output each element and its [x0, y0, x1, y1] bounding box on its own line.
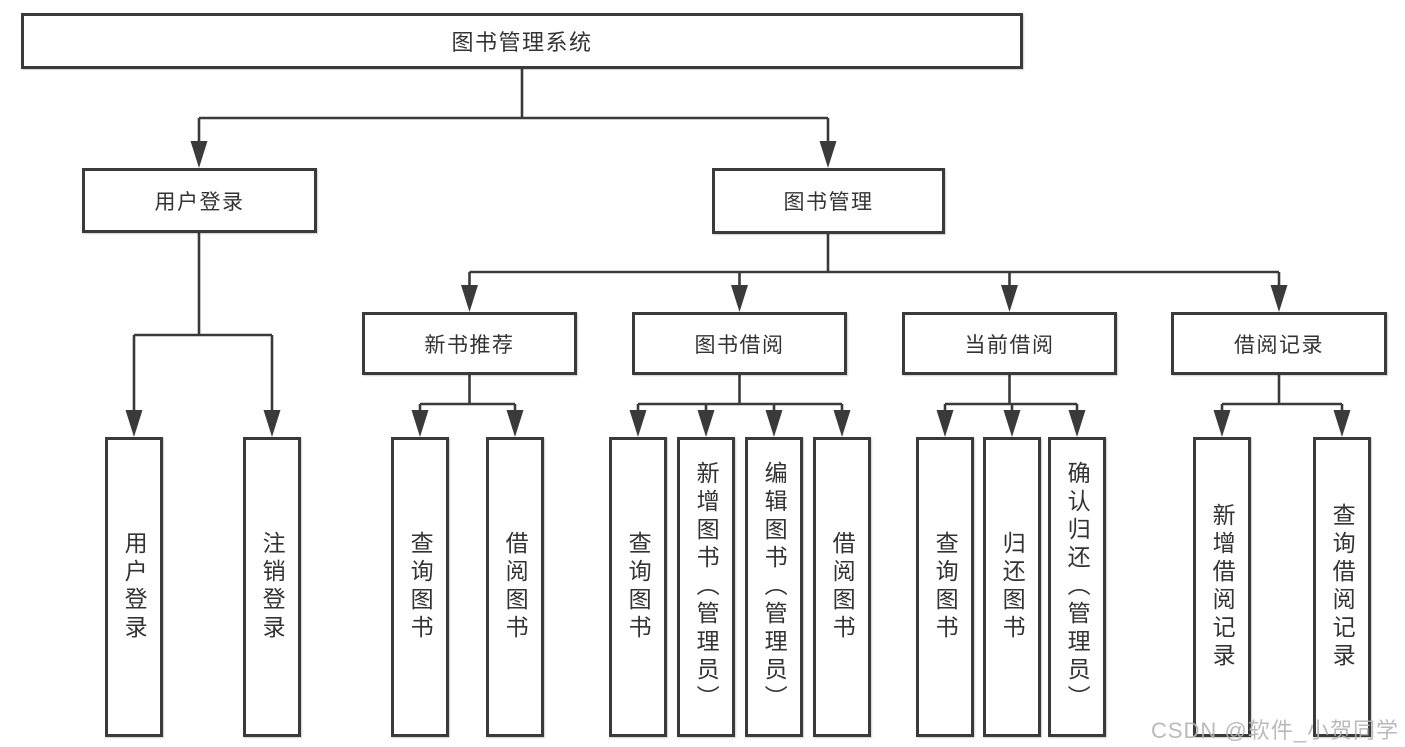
node-book-management: 图书管理 [712, 168, 945, 234]
node-user-login: 用户登录 [82, 168, 317, 233]
leaf-confirm-return-admin-label: 确认归还（管理员） [1064, 461, 1091, 713]
leaf-borrow-query-book-label: 查询图书 [625, 531, 652, 643]
node-root-library-system: 图书管理系统 [21, 13, 1023, 69]
connector-arrowheads [125, 141, 1351, 437]
node-book-management-label: 图书管理 [783, 191, 874, 214]
leaf-logout: 注销登录 [243, 437, 301, 737]
leaf-edit-book-admin-label: 编辑图书（管理员） [761, 461, 788, 713]
leaf-newbook-borrow-book-label: 借阅图书 [502, 531, 529, 643]
node-current-borrow: 当前借阅 [902, 312, 1117, 375]
node-book-borrow: 图书借阅 [632, 312, 847, 375]
leaf-return-book: 归还图书 [983, 437, 1041, 737]
leaf-newbook-borrow-book: 借阅图书 [486, 437, 544, 737]
leaf-newbook-query-book-label: 查询图书 [407, 531, 434, 643]
leaf-current-query-book: 查询图书 [916, 437, 974, 737]
node-book-borrow-label: 图书借阅 [694, 333, 785, 357]
node-borrow-record-label: 借阅记录 [1234, 333, 1324, 357]
leaf-add-book-admin-label: 新增图书（管理员） [693, 461, 720, 713]
leaf-edit-book-admin: 编辑图书（管理员） [745, 437, 803, 737]
leaf-logout-label: 注销登录 [259, 531, 286, 643]
leaf-return-book-label: 归还图书 [999, 531, 1026, 643]
leaf-borrow-borrow-book-label: 借阅图书 [829, 531, 856, 643]
node-borrow-record: 借阅记录 [1171, 312, 1387, 375]
leaf-query-borrow-record-label: 查询借阅记录 [1329, 503, 1356, 671]
leaf-confirm-return-admin: 确认归还（管理员） [1048, 437, 1106, 737]
leaf-borrow-query-book: 查询图书 [609, 437, 667, 737]
leaf-query-borrow-record: 查询借阅记录 [1313, 437, 1371, 737]
leaf-add-borrow-record: 新增借阅记录 [1193, 437, 1251, 737]
leaf-borrow-borrow-book: 借阅图书 [813, 437, 871, 737]
csdn-watermark: CSDN @软件_小贺同学 [1150, 718, 1399, 743]
leaf-add-book-admin: 新增图书（管理员） [677, 437, 735, 737]
node-new-book-recommend-label: 新书推荐 [424, 333, 515, 357]
node-root-label: 图书管理系统 [451, 30, 593, 55]
leaf-current-query-book-label: 查询图书 [932, 531, 959, 643]
leaf-add-borrow-record-label: 新增借阅记录 [1209, 503, 1236, 671]
leaf-user-login: 用户登录 [105, 437, 163, 737]
leaf-user-login-label: 用户登录 [121, 531, 148, 643]
node-new-book-recommend: 新书推荐 [362, 312, 577, 375]
leaf-newbook-query-book: 查询图书 [391, 437, 449, 737]
node-current-borrow-label: 当前借阅 [964, 333, 1055, 357]
node-user-login-label: 用户登录 [154, 190, 245, 214]
